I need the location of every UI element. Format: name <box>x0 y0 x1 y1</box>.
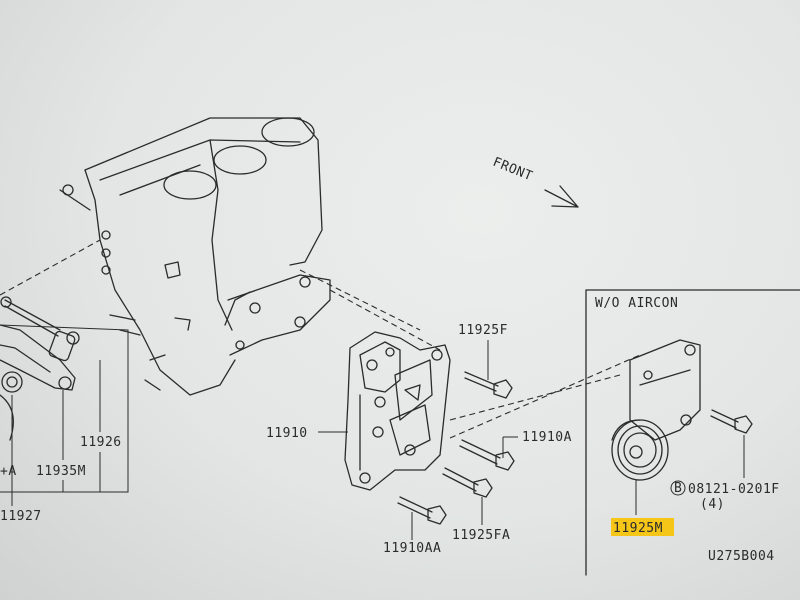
aircon-panel <box>585 289 800 576</box>
label-bolt-spec: 08121-0201F <box>688 482 780 497</box>
bolt-marker-letter: B <box>674 481 682 496</box>
diagram-code: U275B004 <box>708 549 775 564</box>
label-11925M: 11925M <box>613 521 663 536</box>
bolt-11910A <box>459 439 515 471</box>
label-11910: 11910 <box>266 426 308 441</box>
bracket-11910 <box>344 331 451 491</box>
label-11910A: 11910A <box>522 430 572 445</box>
panel-title: W/O AIRCON <box>595 296 678 311</box>
front-label: FRONT <box>491 155 535 185</box>
label-plus-a: +A <box>0 464 17 479</box>
label-11935M: 11935M <box>36 464 86 479</box>
bolt-11910AA <box>397 496 447 525</box>
label-11925F: 11925F <box>458 323 508 338</box>
front-arrow-icon <box>544 185 579 208</box>
dashed-guides <box>299 269 641 439</box>
bolt-marker-circle <box>670 480 686 496</box>
label-11927: 11927 <box>0 509 42 524</box>
label-11925FA: 11925FA <box>452 528 510 543</box>
leaders <box>11 340 518 540</box>
engine-block <box>59 117 331 396</box>
highlight-11925M <box>611 518 674 536</box>
bolt-11925F <box>464 371 513 399</box>
label-11926: 11926 <box>80 435 122 450</box>
label-11910AA: 11910AA <box>383 541 441 556</box>
bolt-11925FA <box>442 467 493 498</box>
label-bolt-qty: (4) <box>700 497 725 512</box>
tensioner-assembly <box>0 239 129 493</box>
